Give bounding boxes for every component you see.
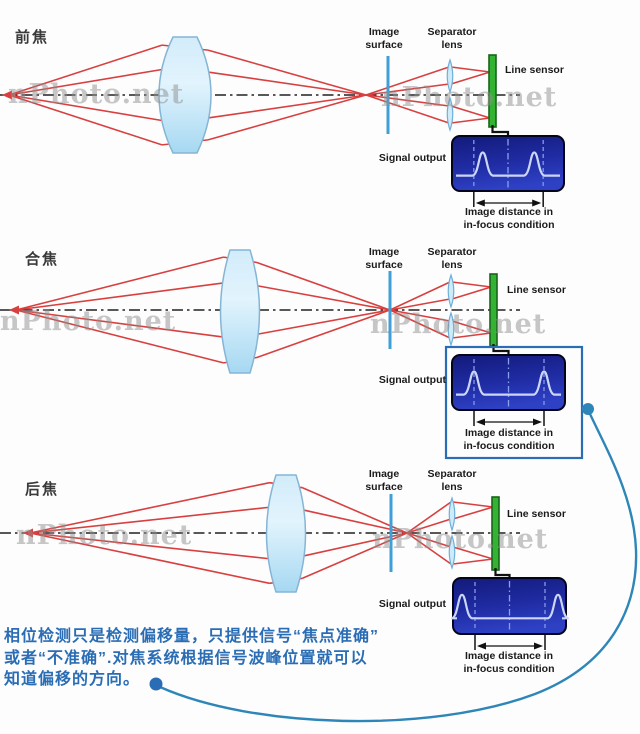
- image-surface-label: Image surface: [365, 26, 403, 51]
- image-distance-caption: Image distance in in-focus condition: [447, 206, 571, 231]
- focus-row-in-focus: [0, 249, 566, 426]
- signal-output-box: [451, 354, 566, 411]
- separator-lens-shape: [448, 534, 456, 570]
- caption-line-2: in-focus condition: [463, 439, 555, 452]
- footnote-line-2: 或者“不准确”.对焦系统根据信号波峰位置就可以: [4, 649, 368, 667]
- signal-output-box: [451, 135, 565, 192]
- row-title-front-focus: 前焦: [15, 29, 50, 46]
- sensor-connector: [491, 125, 510, 136]
- image-distance-caption: Image distance in in-focus condition: [447, 427, 571, 452]
- footnote-line-3: 知道偏移的方向。: [4, 671, 141, 688]
- caption-line-2: in-focus condition: [463, 218, 555, 231]
- watermark: nPhoto.net: [16, 520, 193, 551]
- watermark: nPhoto.net: [0, 306, 177, 337]
- signal-output-label: Signal output: [378, 374, 446, 386]
- main-lens: [158, 36, 212, 154]
- line-sensor-label: Line sensor: [507, 508, 566, 520]
- separator-lens-shape: [447, 311, 455, 347]
- caption-line-1: Image distance in: [464, 650, 554, 662]
- image-surface-label: Image surface: [365, 468, 403, 493]
- watermark: nPhoto.net: [381, 82, 558, 113]
- line-sensor-label: Line sensor: [505, 64, 564, 76]
- signal-waveform: [450, 593, 570, 620]
- caption-line-1: Image distance in: [464, 427, 554, 439]
- object-point-marker: [9, 305, 19, 315]
- signal-waveform: [456, 370, 561, 396]
- distance-bracket: [474, 635, 546, 650]
- sensor-connector: [494, 568, 511, 578]
- separator-lens-label: Separator lens: [427, 468, 477, 493]
- image-distance-caption: Image distance in in-focus condition: [447, 650, 571, 675]
- row-title-back-focus: 后焦: [25, 481, 60, 498]
- separator-lens-label: Separator lens: [427, 26, 477, 51]
- distance-bracket: [473, 192, 544, 207]
- distance-bracket: [473, 411, 545, 426]
- callout-dot-text: [149, 677, 163, 691]
- caption-line-1: Image distance in: [464, 206, 554, 218]
- main-lens: [265, 474, 307, 593]
- signal-output-label: Signal output: [378, 152, 446, 164]
- footnote-line-1: 相位检测只是检测偏移量，只提供信号“焦点准确”: [4, 628, 380, 645]
- signal-output-box: [450, 577, 570, 635]
- signal-waveform: [456, 151, 560, 177]
- highlight-box: [444, 345, 584, 460]
- image-surface-label: Image surface: [365, 246, 403, 271]
- row-title-in-focus: 合焦: [25, 251, 60, 268]
- object-point-marker: [23, 528, 33, 538]
- main-lens: [219, 249, 261, 374]
- watermark: nPhoto.net: [370, 309, 547, 340]
- line-sensor-label: Line sensor: [507, 284, 566, 296]
- separator-lens-shape: [446, 96, 454, 132]
- separator-lens-label: Separator lens: [427, 246, 477, 271]
- footnote-text: 相位检测只是检测偏移量，只提供信号“焦点准确” 或者“不准确”.对焦系统根据信号…: [4, 626, 379, 691]
- object-point-marker: [2, 90, 12, 100]
- focus-row-back-focus: [0, 474, 570, 650]
- caption-line-2: in-focus condition: [463, 662, 555, 675]
- separator-lens-shape: [447, 273, 455, 309]
- light-rays: [29, 481, 494, 585]
- callout-curve: [159, 413, 638, 723]
- watermark: nPhoto.net: [372, 524, 549, 555]
- separator-lens-shape: [448, 496, 456, 532]
- focus-row-front-focus: [0, 36, 565, 207]
- callout-dot-box: [582, 403, 594, 415]
- separator-lens-shape: [446, 58, 454, 94]
- watermark: nPhoto.net: [8, 79, 185, 110]
- signal-output-label: Signal output: [378, 598, 446, 610]
